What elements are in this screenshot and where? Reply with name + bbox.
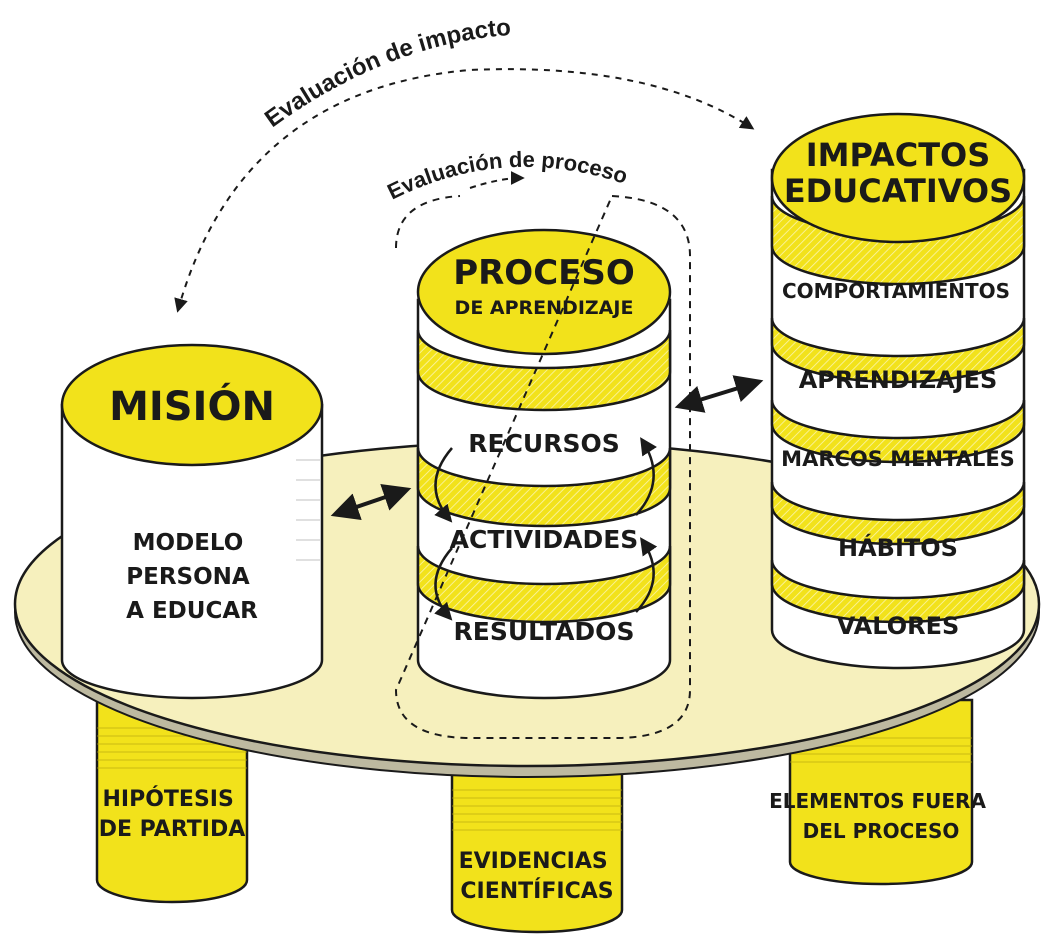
mision-proceso-arrow	[330, 484, 412, 520]
proceso-cylinder: PROCESO DE APRENDIZAJE RECURSOS ACTIVIDA…	[416, 228, 672, 700]
base-evidencias: EVIDENCIAS CIENTÍFICAS	[450, 738, 624, 934]
impactos-title-line2: EDUCATIVOS	[784, 172, 1012, 210]
cycle-arrow-right-upper	[635, 437, 657, 516]
impact-evaluation-text: Evaluación de impacto	[260, 14, 512, 133]
proceso-title-line1: PROCESO	[453, 253, 635, 293]
base-evidencias-line2: CIENTÍFICAS	[460, 878, 613, 904]
mision-cylinder: MISIÓN MODELO PERSONA A EDUCAR	[60, 343, 324, 700]
impactos-layer-valores: VALORES	[837, 612, 960, 640]
base-evidencias-line1: EVIDENCIAS	[459, 849, 608, 874]
impactos-layer-aprendizajes: APRENDIZAJES	[799, 366, 998, 394]
mision-body-line3: A EDUCAR	[126, 598, 258, 624]
mision-body-line1: MODELO	[133, 530, 244, 556]
base-elementos: ELEMENTOS FUERA DEL PROCESO	[769, 698, 993, 886]
proceso-layer-recursos: RECURSOS	[468, 429, 620, 458]
base-elementos-line2: DEL PROCESO	[803, 819, 960, 843]
process-evaluation-arrow	[469, 171, 525, 189]
base-hipotesis-line2: DE PARTIDA	[99, 817, 246, 842]
impactos-layer-comportamientos: COMPORTAMIENTOS	[782, 279, 1010, 303]
svg-text:HIPÓTESIS DE PARTIDA: HIPÓTESIS DE PARTIDA	[99, 786, 246, 842]
impact-evaluation-label: Evaluación de impacto	[260, 14, 512, 133]
base-hipotesis-line1: HIPÓTESIS	[102, 786, 233, 812]
impactos-layer-habitos: HÁBITOS	[838, 533, 958, 562]
proceso-layer-resultados: RESULTADOS	[454, 617, 635, 646]
mision-title: MISIÓN	[109, 382, 275, 430]
base-hipotesis: HIPÓTESIS DE PARTIDA	[95, 698, 249, 904]
cycle-arrow-left-lower	[434, 547, 453, 621]
process-evaluation-label: Evaluación de proceso	[383, 147, 630, 205]
base-elementos-line1: ELEMENTOS FUERA	[769, 789, 986, 813]
proceso-impactos-arrow	[674, 375, 764, 413]
impactos-title-line1: IMPACTOS	[806, 136, 991, 174]
cycle-arrow-right-lower	[635, 537, 658, 613]
svg-text:ELEMENTOS FUERA DEL PROC: ELEMENTOS FUERA DEL PROCESO	[769, 789, 993, 843]
process-evaluation-text: Evaluación de proceso	[383, 147, 630, 205]
impact-evaluation-arrow	[174, 68, 755, 313]
cycle-arrow-left-upper	[434, 447, 453, 523]
mision-body-line2: PERSONA	[126, 564, 250, 590]
svg-text:MODELO PERSONA A E: MODELO PERSONA A EDUCAR	[126, 530, 258, 624]
svg-text:EVIDENCIAS CIENTÍFICAS: EVIDENCIAS CIENTÍFICAS	[459, 849, 616, 904]
impactos-cylinder: IMPACTOS EDUCATIVOS COMPORTAMIENTOS APRE…	[770, 112, 1026, 670]
impactos-layer-marcos-mentales: MARCOS MENTALES	[781, 447, 1015, 471]
proceso-title-line2: DE APRENDIZAJE	[455, 297, 634, 319]
proceso-layer-actividades: ACTIVIDADES	[450, 525, 639, 554]
